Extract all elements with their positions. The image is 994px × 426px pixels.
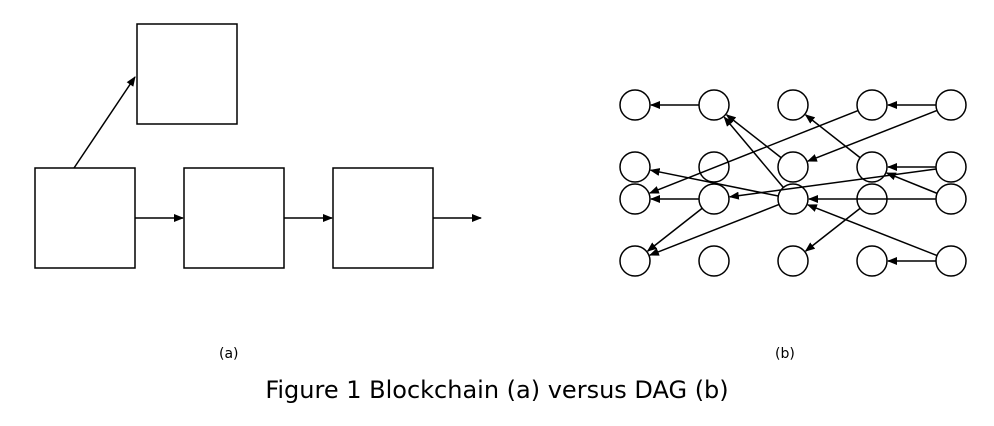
panel-a-label: (a) [219, 346, 239, 362]
dag-edge [649, 168, 779, 197]
dag-edge [806, 109, 938, 162]
dag-edge [804, 207, 861, 252]
block-b1 [183, 167, 285, 269]
dag-node [698, 183, 730, 215]
dag-node [698, 151, 730, 183]
dag-edge [804, 114, 861, 159]
dag-edge [725, 114, 782, 159]
dag-diagram [619, 89, 967, 277]
dag-node [619, 151, 651, 183]
dag-node [856, 151, 888, 183]
dag-edge [648, 109, 859, 194]
dag-edge [728, 168, 937, 200]
chain-arrow [73, 76, 136, 169]
dag-node [698, 89, 730, 121]
dag-node [698, 245, 730, 277]
dag-node [619, 89, 651, 121]
dag-node [777, 89, 809, 121]
figure-caption: Figure 1 Blockchain (a) versus DAG (b) [265, 376, 729, 404]
dag-node [935, 151, 967, 183]
dag-edge [648, 203, 780, 256]
blockchain-diagram [34, 23, 482, 269]
dag-edge [806, 204, 938, 257]
dag-edge [885, 172, 938, 195]
dag-node [777, 183, 809, 215]
dag-node [935, 183, 967, 215]
dag-node [619, 245, 651, 277]
dag-node [856, 89, 888, 121]
dag-edge [646, 207, 703, 252]
block-b_fork [136, 23, 238, 125]
dag-node [856, 245, 888, 277]
block-b0 [34, 167, 136, 269]
panel-b-label: (b) [775, 346, 795, 362]
dag-node [777, 151, 809, 183]
block-b2 [332, 167, 434, 269]
dag-node [777, 245, 809, 277]
dag-node [935, 89, 967, 121]
dag-node [619, 183, 651, 215]
dag-node [856, 183, 888, 215]
dag-node [935, 245, 967, 277]
